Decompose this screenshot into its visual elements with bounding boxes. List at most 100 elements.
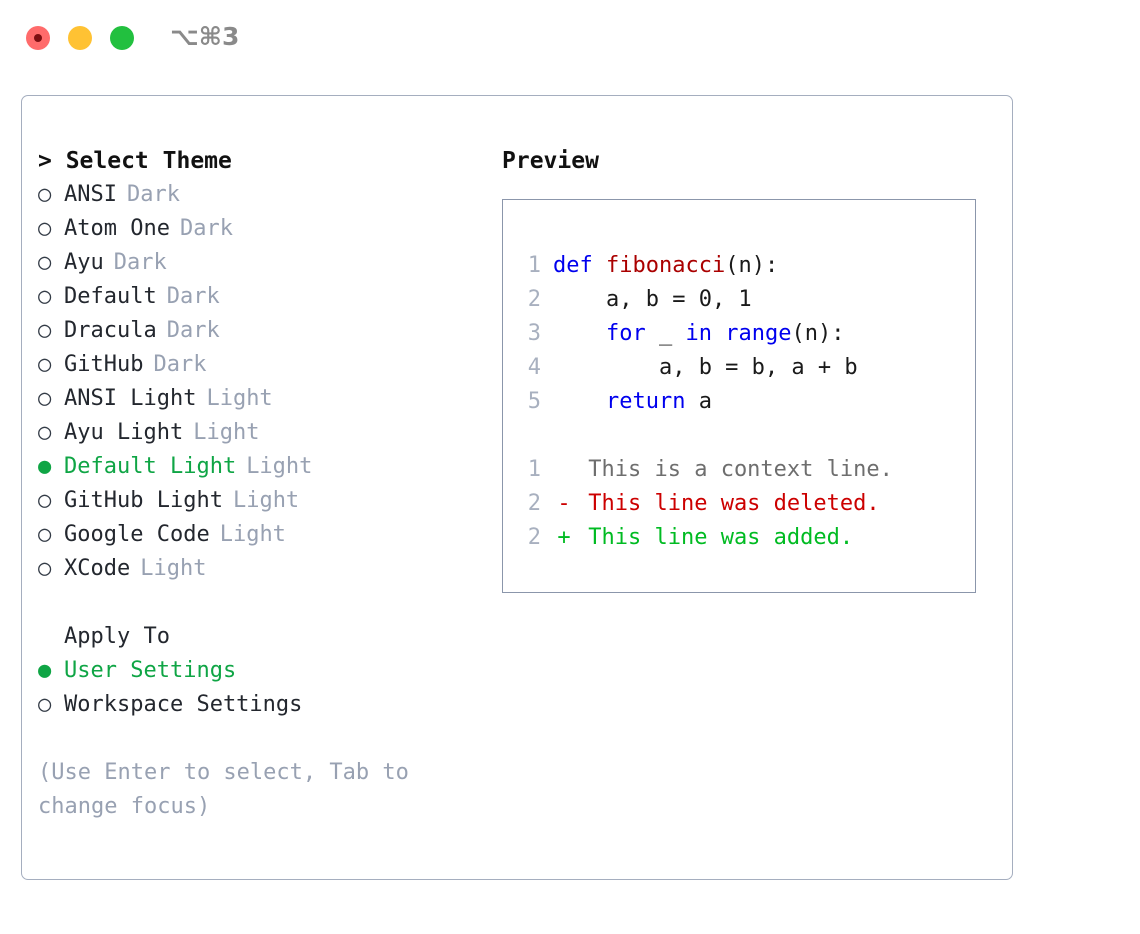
code-token-kw: return — [605, 389, 699, 414]
theme-option-label: GitHub — [64, 352, 144, 377]
theme-variant-badge: Light — [206, 386, 273, 411]
minimize-button[interactable] — [68, 26, 92, 50]
code-token-kw: for — [605, 321, 659, 346]
radio-unselected-icon: ○ — [38, 420, 52, 445]
window-controls — [26, 26, 134, 50]
diff-line-number: 2 — [527, 491, 541, 516]
preview-title: Preview — [502, 148, 599, 174]
code-token-plain: (n): — [791, 321, 845, 346]
diff-line-del: 2- This line was deleted. — [517, 487, 971, 521]
radio-unselected-icon: ○ — [38, 386, 52, 411]
keyboard-shortcut-label: ⌥⌘3 — [170, 22, 240, 51]
apply-to-list: ● User Settings ○ Workspace Settings — [38, 654, 498, 722]
diff-line-ctx: 1 This is a context line. — [517, 453, 971, 487]
theme-variant-badge: Dark — [166, 284, 220, 309]
apply-to-option-label: User Settings — [64, 658, 237, 683]
theme-option-dracula[interactable]: ○ Dracula Dark — [38, 314, 498, 348]
theme-variant-badge: Dark — [166, 318, 220, 343]
radio-unselected-icon: ○ — [38, 488, 52, 513]
theme-option-github-light[interactable]: ○ GitHub Light Light — [38, 484, 498, 518]
code-line-number: 2 — [527, 287, 541, 312]
radio-unselected-icon: ○ — [38, 556, 52, 581]
code-token-kw: in — [685, 321, 726, 346]
radio-unselected-icon: ○ — [38, 692, 52, 717]
code-line-number: 1 — [527, 253, 541, 278]
diff-text: This is a context line. — [575, 457, 893, 482]
theme-option-label: Default — [64, 284, 157, 309]
theme-option-ansi[interactable]: ○ ANSI Dark — [38, 178, 498, 212]
radio-unselected-icon: ○ — [38, 216, 52, 241]
theme-variant-badge: Light — [232, 488, 300, 513]
close-button[interactable] — [26, 26, 50, 50]
radio-unselected-icon: ○ — [38, 250, 52, 275]
theme-variant-badge: Dark — [179, 216, 233, 241]
theme-variant-badge: Light — [246, 454, 313, 479]
radio-selected-icon: ● — [38, 658, 52, 683]
theme-variant-badge: Dark — [126, 182, 180, 207]
code-token-plain — [553, 317, 606, 351]
apply-to-option-workspace-settings[interactable]: ○ Workspace Settings — [38, 688, 498, 722]
diff-text: This line was deleted. — [575, 491, 880, 516]
maximize-button[interactable] — [110, 26, 134, 50]
theme-option-default[interactable]: ○ Default Dark — [38, 280, 498, 314]
code-line: 5 return a — [517, 385, 971, 419]
code-line: 1 def fibonacci(n): — [517, 249, 971, 283]
theme-variant-badge: Dark — [113, 250, 167, 275]
code-line-number: 5 — [527, 389, 541, 414]
code-line: 2 a, b = 0, 1 — [517, 283, 971, 317]
theme-variant-badge: Light — [140, 556, 207, 581]
code-token-plain: _ — [658, 321, 686, 346]
select-theme-header: > Select Theme — [38, 148, 232, 174]
theme-variant-badge: Dark — [153, 352, 207, 377]
theme-option-label: Dracula — [64, 318, 157, 343]
theme-option-label: Google Code — [64, 522, 210, 547]
theme-variant-badge: Light — [219, 522, 286, 547]
keyboard-hint-text: (Use Enter to select, Tab to change focu… — [38, 760, 423, 819]
theme-option-label: GitHub Light — [64, 488, 223, 513]
code-line: 3 for _ in range(n): — [517, 317, 971, 351]
theme-option-label: XCode — [64, 556, 131, 581]
theme-option-ayu-light[interactable]: ○ Ayu Light Light — [38, 416, 498, 450]
code-token-plain: a, b = 0, 1 — [553, 287, 752, 312]
radio-unselected-icon: ○ — [38, 182, 52, 207]
diff-line-add: 2 + This line was added. — [517, 521, 971, 555]
theme-option-label: ANSI Light — [64, 386, 197, 411]
diff-text: This line was added. — [575, 525, 854, 550]
diff-sign: + — [557, 525, 571, 550]
title-bar: ⌥⌘3 — [0, 0, 1140, 78]
list-spacer — [38, 586, 498, 620]
apply-to-header: Apply To — [64, 624, 170, 649]
code-line-number: 3 — [527, 321, 541, 346]
code-token-plain: a, b = b, a + b — [553, 355, 858, 380]
theme-option-label: Atom One — [64, 216, 170, 241]
code-token-plain: a — [698, 389, 712, 414]
theme-option-xcode[interactable]: ○ XCode Light — [38, 552, 498, 586]
theme-option-label: ANSI — [64, 182, 117, 207]
code-token-fn: fibonacci — [605, 253, 726, 278]
theme-option-google-code[interactable]: ○ Google Code Light — [38, 518, 498, 552]
code-token-plain: (n): — [725, 253, 779, 278]
theme-variant-badge: Light — [193, 420, 260, 445]
radio-selected-icon: ● — [38, 454, 52, 479]
code-line: 4 a, b = b, a + b — [517, 351, 971, 385]
code-token-plain — [553, 385, 606, 419]
diff-line-number: 2 — [527, 525, 541, 550]
apply-to-option-user-settings[interactable]: ● User Settings — [38, 654, 498, 688]
theme-option-atom-one[interactable]: ○ Atom One Dark — [38, 212, 498, 246]
theme-option-label: Ayu Light — [64, 420, 184, 445]
radio-unselected-icon: ○ — [38, 522, 52, 547]
theme-option-ansi-light[interactable]: ○ ANSI Light Light — [38, 382, 498, 416]
radio-unselected-icon: ○ — [38, 352, 52, 377]
theme-option-github[interactable]: ○ GitHub Dark — [38, 348, 498, 382]
code-token-kw: def — [553, 253, 606, 278]
radio-unselected-icon: ○ — [38, 318, 52, 343]
apply-to-option-label: Workspace Settings — [64, 692, 303, 717]
radio-unselected-icon: ○ — [38, 284, 52, 309]
